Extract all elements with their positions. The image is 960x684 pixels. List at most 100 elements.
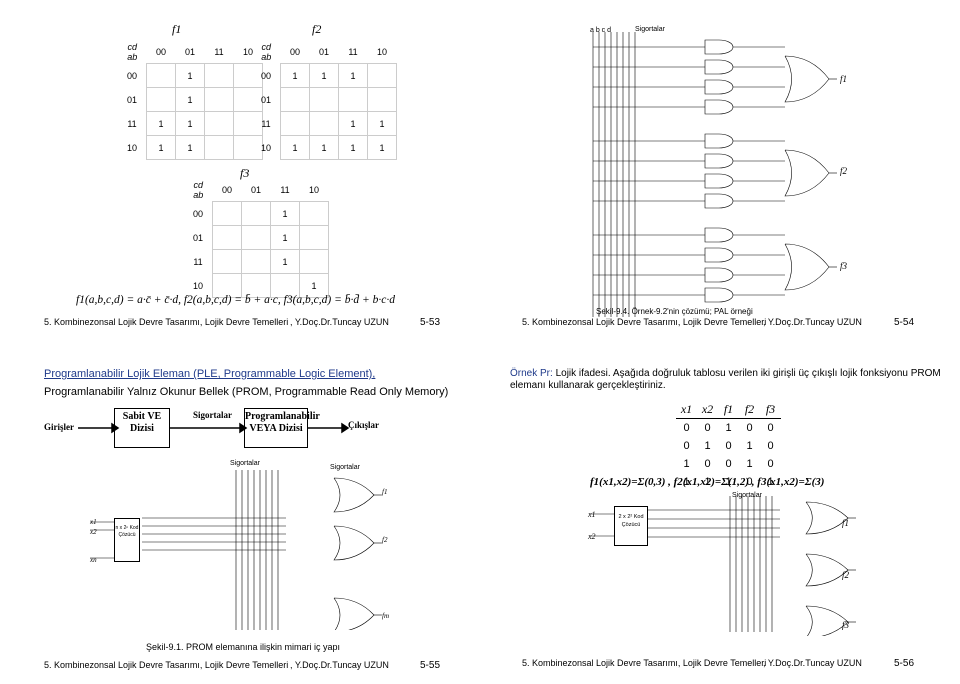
kmap-f2-cell (367, 87, 397, 112)
kmap-f3-title: f3 (240, 166, 250, 180)
kmap-f2-title: f2 (312, 22, 322, 36)
kmap-f2-cell (280, 111, 310, 136)
kmap-f1-cell (204, 111, 234, 136)
kmap-f1-cell: 1 (146, 111, 176, 136)
slide-5-54: a b c d Sigortalar f1 f2 f3 Şekil-9.4. Ö… (480, 0, 960, 342)
fuses-right-label: Sigortalar (330, 464, 360, 471)
truth-table-header: x2 (697, 400, 718, 419)
truth-table-cell: 0 (767, 422, 774, 434)
kmap-f2-cell: 1 (338, 111, 368, 136)
page-number: 5-53 (420, 317, 441, 328)
truth-table-cell: 1 (704, 440, 711, 452)
kmap-f1-col-header: 11 (214, 46, 224, 57)
kmap-f2-cell: 1 (338, 63, 368, 88)
kmap-f1-cell: 1 (175, 87, 205, 112)
kmap-f1-cell (146, 63, 176, 88)
truth-table-cell: 0 (704, 458, 711, 470)
kmap-f3-col-header: 11 (280, 184, 290, 195)
kmap-f3-cell: 1 (299, 273, 329, 298)
truth-table-header: f2 (739, 400, 760, 419)
pal-circuit-diagram (592, 32, 837, 317)
footer-left: 5. Kombinezonsal Lojik Devre Tasarımı, L… (522, 658, 767, 668)
prom-circuit-diagram (90, 470, 382, 630)
kmap-f3-cell (241, 249, 271, 274)
kmap-f3-cell (212, 201, 242, 226)
truth-table-cell: 1 (767, 476, 774, 488)
kmap-f2-row-header: 01 (260, 94, 271, 105)
kmap-f1-row-header: 11 (127, 118, 137, 129)
footer-author: , Y.Doç.Dr.Tuncay UZUN (290, 317, 389, 327)
kmap-f2-row-header: 10 (260, 142, 271, 153)
kmap-f2-col-header: 01 (318, 46, 329, 57)
kmap-f3-row-header: 01 (192, 232, 203, 243)
block-outputs-label: Çıkışlar (348, 420, 380, 430)
truth-table-cell: 0 (683, 440, 690, 452)
slide-5-55: Programlanabilir Lojik Eleman (PLE, Prog… (0, 342, 480, 684)
or-gate (784, 55, 830, 103)
figure-caption: Şekil-9.1. PROM elemanına ilişkin mimari… (146, 642, 341, 652)
truth-table-cell: 1 (746, 440, 753, 452)
and-gate (704, 39, 734, 55)
truth-table-cell: 0 (704, 422, 711, 434)
output-f3: f3 (842, 620, 850, 630)
output-f2: f2 (842, 570, 850, 580)
fuses-left-label: Sigortalar (230, 460, 260, 467)
kmap-f3-row-header: 10 (192, 280, 203, 291)
kmap-f2-cell: 1 (280, 63, 310, 88)
block-inputs-label: Girişler (44, 422, 74, 432)
kmap-f3-cell (299, 225, 329, 250)
truth-table-cell: 0 (767, 440, 774, 452)
truth-table-header: f3 (760, 400, 781, 419)
kmap-f3-col-header: 00 (221, 184, 232, 195)
kmap-f1-cell: 1 (146, 135, 176, 160)
page-number: 5-56 (894, 658, 915, 669)
example-prefix: Örnek Pr: (510, 368, 553, 379)
kmap-f1-col-header: 01 (184, 46, 195, 57)
kmap-f1-cell (233, 135, 263, 160)
fuses-label: Sigortalar (635, 26, 665, 33)
figure-caption: Şekil-9.4. Örnek-9.2'nin çözümü; PAL örn… (596, 307, 753, 316)
kmap-f2-col-header: 00 (289, 46, 300, 57)
kmap-f3-cell (299, 249, 329, 274)
and-gate (704, 99, 734, 115)
output-f1: f1 (842, 518, 850, 528)
example-text: Lojik ifadesi. Aşağıda doğruluk tablosu … (510, 368, 941, 391)
kmap-f1-row-header: 10 (126, 142, 137, 153)
or-gate (333, 525, 375, 561)
truth-table-cell: 0 (746, 422, 753, 434)
or-gate (805, 501, 849, 535)
kmap-f2-cell: 1 (338, 135, 368, 160)
kmap-f3-col-header: 01 (250, 184, 261, 195)
kmap-f3-row-header: 00 (192, 208, 203, 219)
kmap-f2-row-header: 11 (261, 118, 271, 129)
kmap-f1-cell (204, 135, 234, 160)
kmap-f2-cell (338, 87, 368, 112)
truth-table-cell: 0 (767, 458, 774, 470)
kmap-f2-cell (309, 87, 339, 112)
block-fuses-label: Sigortalar (193, 410, 232, 420)
kmap-f2-cell: 1 (280, 135, 310, 160)
function-definitions: f1(x1,x2)=Σ(0,3) , f2(x1,x2)=Σ(1,2) , f3… (590, 476, 825, 488)
kmap-f1-row-header: 01 (126, 94, 137, 105)
kmap-f1-col-header: 00 (155, 46, 166, 57)
or-gate (805, 605, 849, 636)
kmap-f2-cell (367, 63, 397, 88)
kmap-f2-cell (280, 87, 310, 112)
kmap-f3-cell (212, 225, 242, 250)
and-gate (704, 247, 734, 263)
and-gate (704, 193, 734, 209)
kmap-f1-col-header: 10 (242, 46, 253, 57)
kmap-f2-row-header: 00 (260, 70, 271, 81)
or-gate (784, 243, 830, 291)
kmap-f3-cell: 1 (270, 249, 300, 274)
input-labels: a b c d (590, 27, 612, 34)
